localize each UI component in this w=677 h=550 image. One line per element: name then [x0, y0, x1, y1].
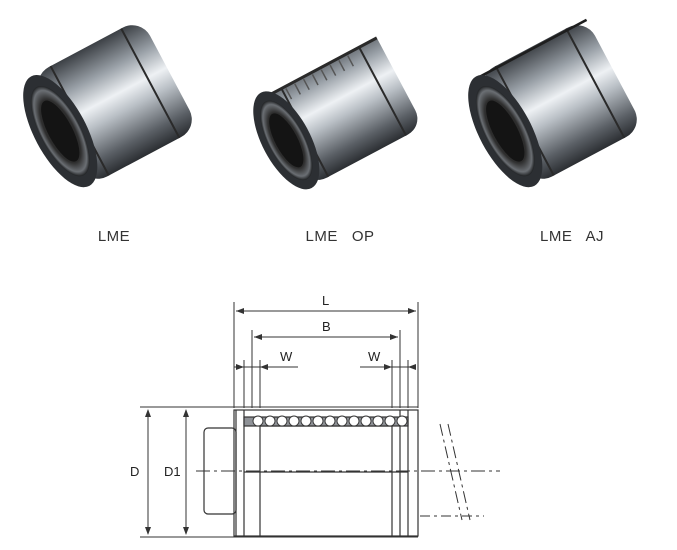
bearing-lme-op-image: [253, 18, 418, 190]
caption-lme: LME: [97, 228, 131, 245]
label-L: L: [322, 293, 329, 308]
dim-line-L: [236, 308, 416, 314]
bearing-section: [203, 409, 419, 537]
technical-drawing: L B W W D D1: [130, 293, 500, 538]
caption-lme-op: LME OP: [305, 228, 375, 245]
label-D: D: [130, 464, 139, 479]
dim-line-W-right: [360, 360, 416, 408]
label-B: B: [322, 319, 331, 334]
dim-line-D: [145, 409, 151, 535]
bearing-lme-image: [23, 25, 192, 188]
ball-row: [252, 415, 408, 427]
label-W-left: W: [280, 349, 293, 364]
label-W-right: W: [368, 349, 381, 364]
bearing-lme-aj-image: [468, 18, 637, 188]
label-D1: D1: [164, 464, 181, 479]
caption-lme-aj: LME AJ: [539, 228, 605, 245]
dim-line-B: [254, 334, 398, 340]
dim-line-W-left: [234, 360, 298, 408]
dim-line-D1: [183, 409, 189, 535]
